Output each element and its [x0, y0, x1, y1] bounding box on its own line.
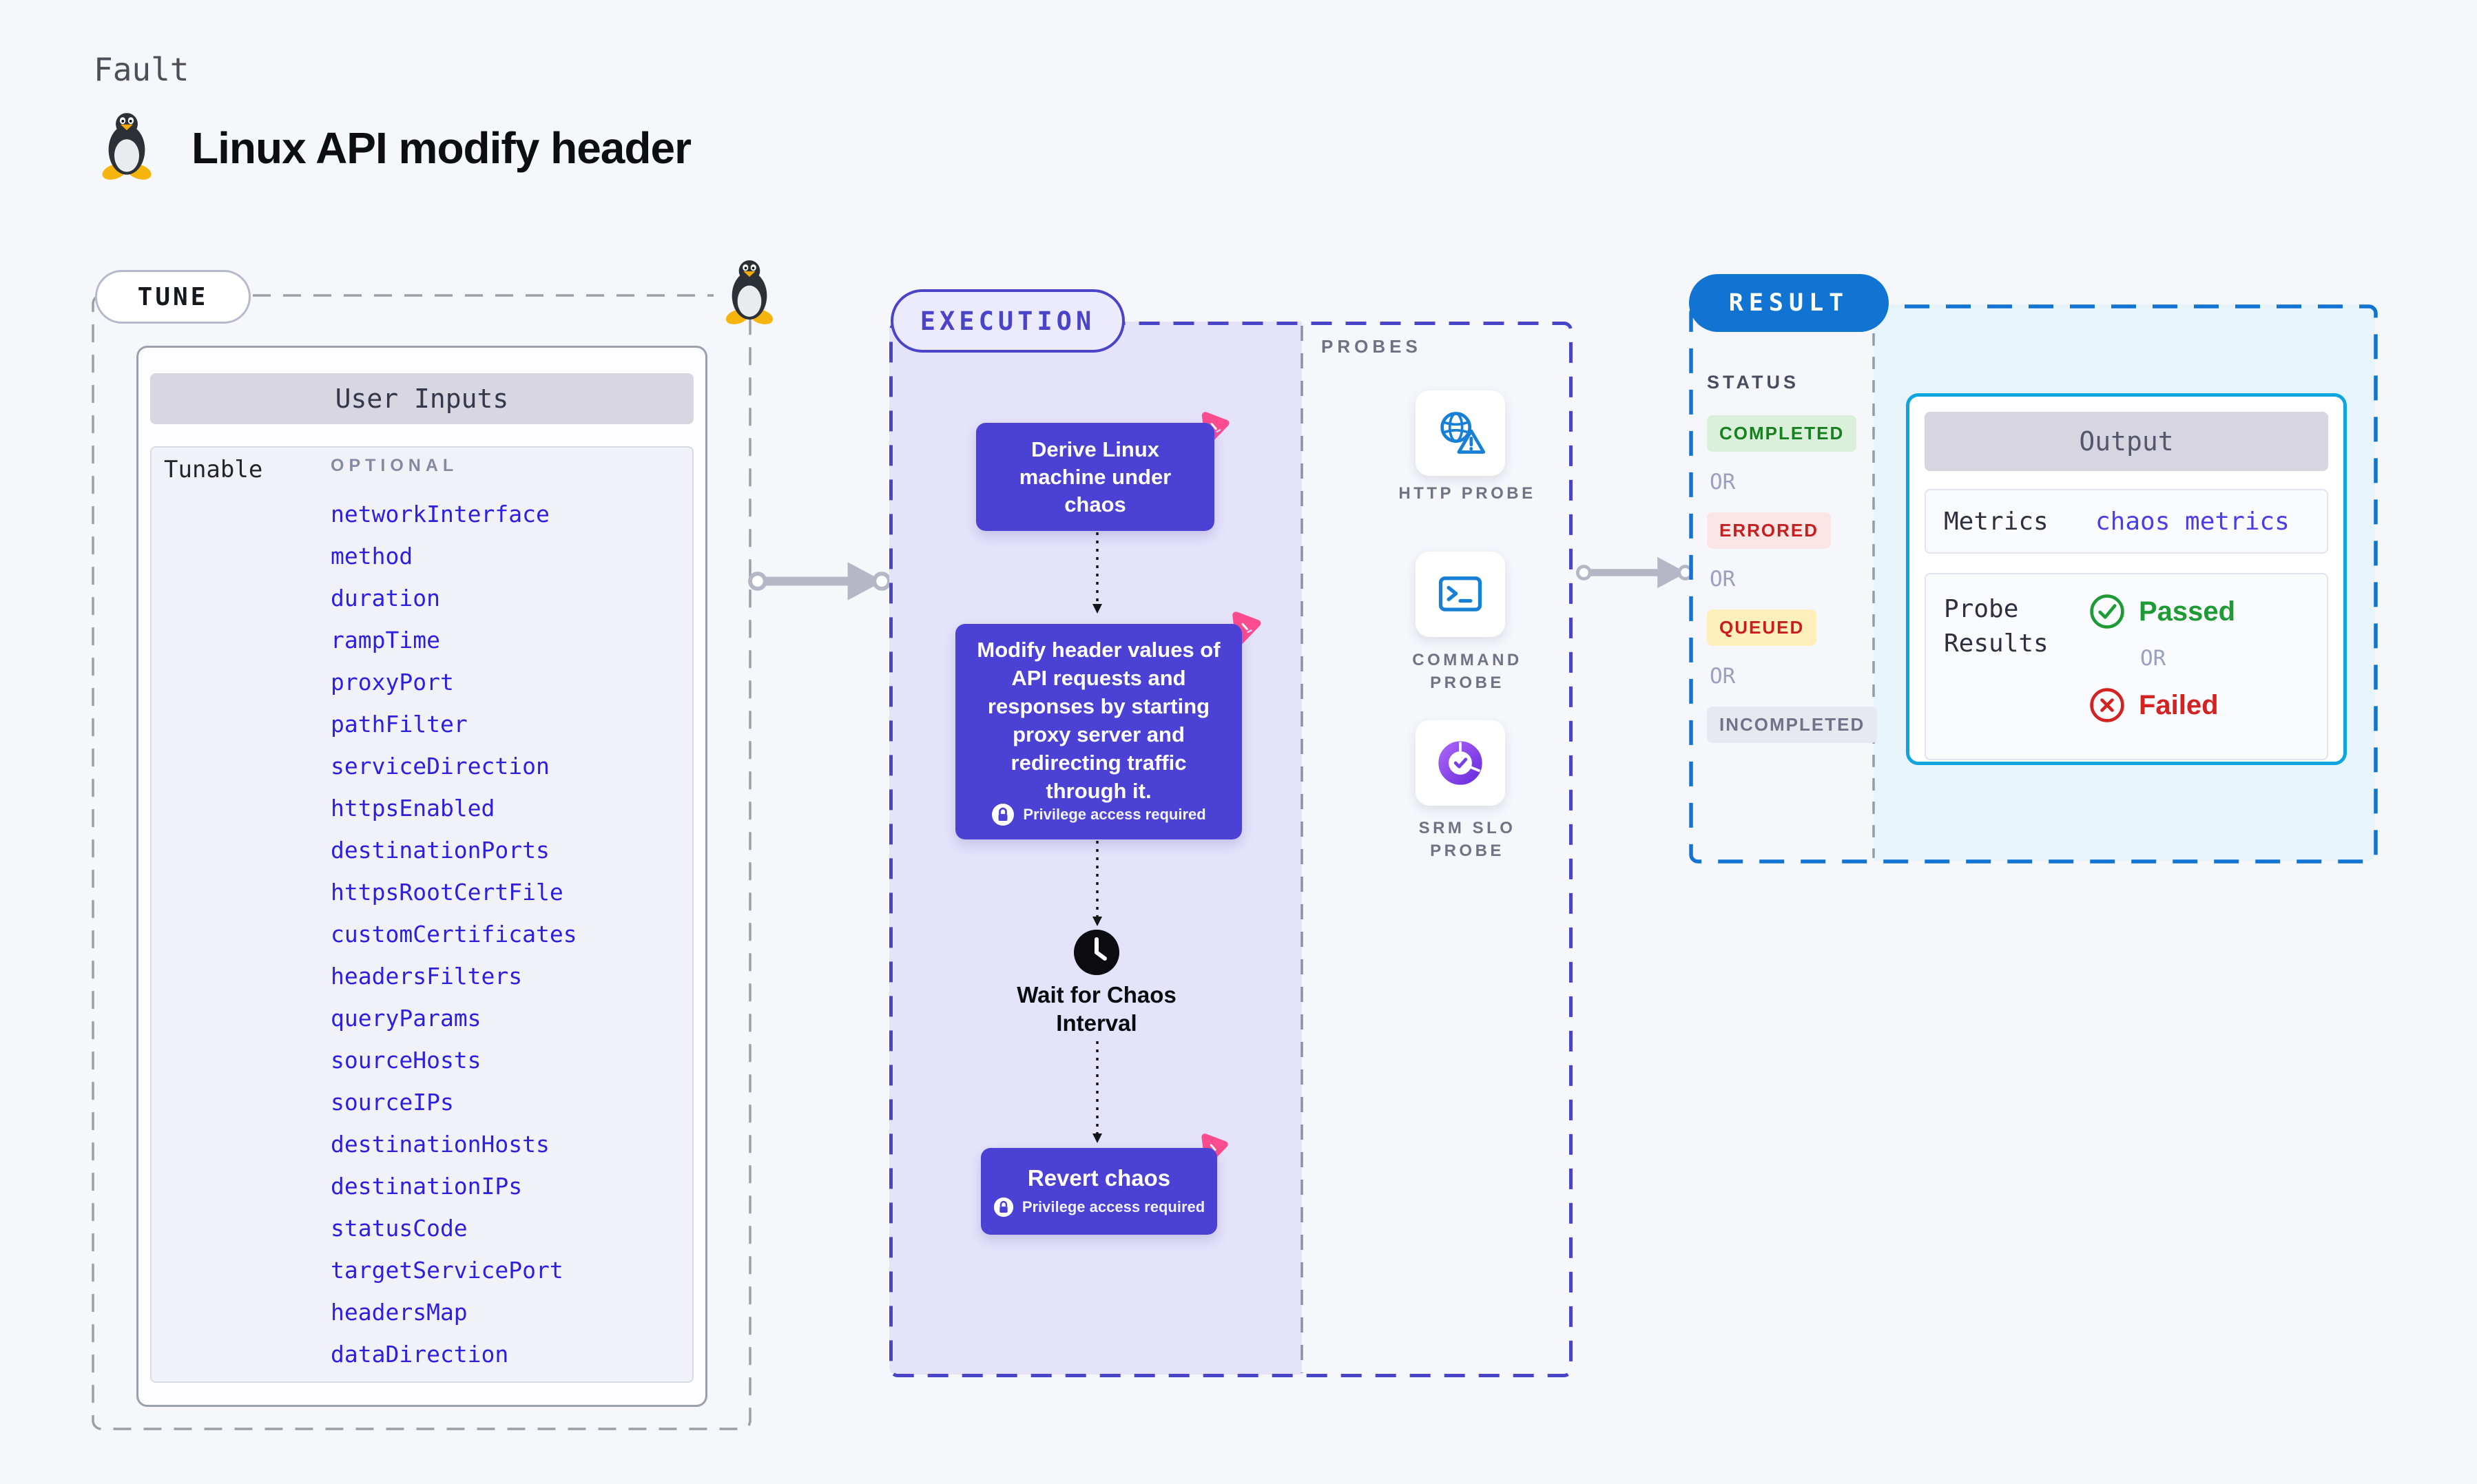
chaos-metrics-link[interactable]: chaos metrics	[2095, 507, 2290, 536]
globe-alert-icon	[1440, 412, 1486, 454]
revert-step-text: Revert chaos	[1027, 1165, 1171, 1191]
tunable-link[interactable]: queryParams	[331, 1005, 481, 1032]
status-badge-queued: QUEUED	[1707, 609, 1817, 646]
tunable-link[interactable]: proxyPort	[331, 669, 454, 696]
probe-passed-line: Passed	[2088, 592, 2235, 631]
http-probe-label: HTTP PROBE	[1398, 484, 1536, 503]
failed-label: Failed	[2139, 689, 2219, 720]
tunable-row-label: Tunable	[164, 456, 263, 483]
tune-region-border	[92, 294, 752, 1430]
result-section-label: RESULT	[1689, 274, 1889, 332]
privilege-note: Privilege access required	[1022, 1198, 1205, 1215]
tux-penguin-small-icon	[725, 260, 774, 324]
command-probe-label: COMMAND PROBE	[1412, 651, 1522, 692]
tunable-link[interactable]: statusCode	[331, 1215, 468, 1242]
tune-section-label: TUNE	[95, 270, 251, 324]
srm-slo-probe-card	[1416, 720, 1505, 806]
metrics-row: Metrics chaos metrics	[1925, 489, 2328, 554]
tunable-link[interactable]: networkInterface	[331, 501, 550, 527]
flow-connector-down	[1092, 1041, 1102, 1143]
tunable-link[interactable]: destinationPorts	[331, 837, 550, 864]
privilege-note: Privilege access required	[1023, 806, 1206, 823]
or-label: OR	[1710, 664, 1736, 689]
execution-section-label: EXECUTION	[891, 289, 1125, 353]
or-label: OR	[1710, 567, 1736, 592]
result-region-border	[1689, 304, 2378, 864]
probe-results-row: Probe Results Passed OR Faile	[1925, 573, 2328, 760]
srm-slo-probe-label: SRM SLO PROBE	[1418, 819, 1516, 860]
tunable-link[interactable]: duration	[331, 585, 440, 612]
flow-arrow-execution-to-result	[1576, 556, 1693, 589]
modify-step-text: Modify header values of API requests and…	[977, 637, 1221, 803]
tunable-link[interactable]: serviceDirection	[331, 753, 550, 780]
tunable-link[interactable]: destinationHosts	[331, 1131, 550, 1158]
tunable-link[interactable]: targetServicePort	[331, 1257, 563, 1284]
status-label: STATUS	[1707, 372, 1799, 393]
tunable-link[interactable]: httpsRootCertFile	[331, 879, 563, 906]
optional-column-header: OPTIONAL	[331, 456, 459, 475]
tunable-link[interactable]: httpsEnabled	[331, 795, 495, 822]
status-badge-completed: COMPLETED	[1707, 415, 1857, 452]
tunable-link[interactable]: customCertificates	[331, 921, 577, 948]
or-label: OR	[1710, 470, 1736, 494]
output-card: Output Metrics chaos metrics Probe Resul…	[1906, 393, 2347, 765]
tunable-link[interactable]: rampTime	[331, 627, 440, 654]
tunable-list: networkInterface method duration rampTime pr…	[331, 493, 689, 1375]
lock-icon	[993, 1197, 1013, 1217]
x-circle-icon	[2090, 688, 2124, 722]
command-probe-card	[1416, 552, 1505, 637]
revert-chaos-step: Revert chaos Privilege access required	[981, 1148, 1217, 1235]
fault-kicker: Fault	[94, 51, 189, 88]
status-badge-incompleted: INCOMPLETED	[1707, 707, 1878, 743]
status-column: STATUS COMPLETED OR ERRORED OR QUEUED OR…	[1707, 372, 1878, 743]
tunables-panel	[150, 446, 694, 1383]
modify-header-step: Modify header values of API requests and…	[955, 624, 1242, 839]
slo-donut-icon	[1438, 741, 1482, 785]
derive-step-text: Derive Linux machine under chaos	[1019, 437, 1172, 516]
tux-penguin-icon	[102, 113, 152, 180]
page-title: Linux API modify header	[191, 123, 692, 173]
clock-icon	[1074, 930, 1119, 975]
http-probe-card	[1416, 390, 1505, 476]
tunable-link[interactable]: sourceHosts	[331, 1047, 481, 1074]
lock-icon	[992, 803, 1015, 826]
tunable-link[interactable]: headersFilters	[331, 963, 523, 990]
wait-step-text: Wait for Chaos Interval	[1017, 982, 1177, 1036]
derive-machine-step: Derive Linux machine under chaos	[976, 423, 1214, 531]
flow-connector-down	[1092, 841, 1102, 926]
tunable-link[interactable]: headersMap	[331, 1299, 468, 1326]
tunable-link[interactable]: dataDirection	[331, 1341, 509, 1368]
tunable-link[interactable]: destinationIPs	[331, 1173, 523, 1200]
probe-results-label: Probe Results	[1944, 595, 2049, 658]
status-badge-errored: ERRORED	[1707, 512, 1832, 549]
probe-failed-line: Failed	[2088, 686, 2235, 724]
flow-arrow-tune-to-execution	[748, 562, 891, 600]
tunable-link[interactable]: method	[331, 543, 413, 569]
probes-section-label: PROBES	[1321, 336, 1422, 357]
passed-label: Passed	[2139, 596, 2236, 627]
execution-region-border	[889, 322, 1573, 1377]
flow-connector-down	[1092, 532, 1102, 614]
terminal-icon	[1438, 576, 1482, 612]
metrics-label: Metrics	[1944, 507, 2049, 536]
check-circle-icon	[2090, 594, 2124, 629]
tunable-link[interactable]: pathFilter	[331, 711, 468, 738]
tunable-link[interactable]: sourceIPs	[331, 1089, 454, 1116]
output-header: Output	[1925, 412, 2328, 471]
or-label: OR	[2140, 646, 2166, 671]
user-inputs-header: User Inputs	[150, 373, 694, 424]
